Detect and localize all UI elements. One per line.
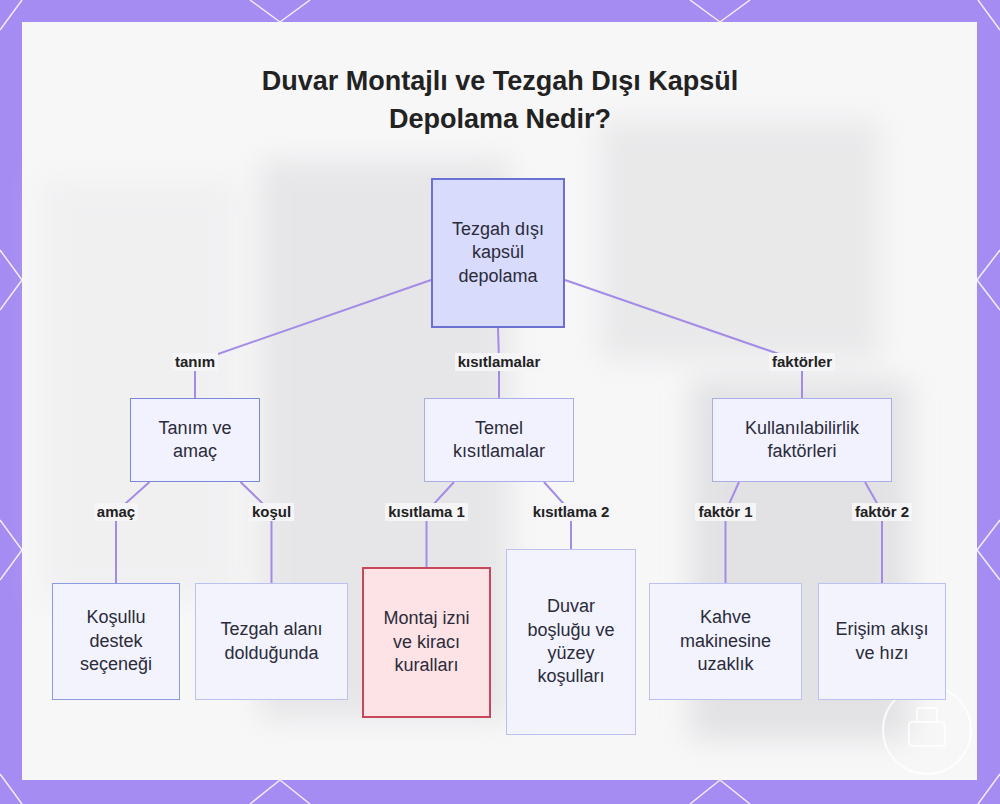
- connector-line: [726, 482, 740, 583]
- text-stack: Tezgah dışı kapsül depolama: [433, 210, 563, 296]
- edge-label: kısıtlama 2: [530, 503, 613, 521]
- text-stack: Koşullu destek seçeneği: [53, 598, 179, 684]
- edge-label: amaç: [94, 503, 138, 521]
- text-stack: Temel kısıtlamalar: [425, 409, 573, 472]
- concept-box: Tanım ve amaç: [130, 398, 260, 482]
- text-stack: Duvar boşluğu ve yüzey koşulları: [507, 587, 635, 697]
- text-stack: Erişim akışı ve hızı: [819, 610, 945, 673]
- node-text: Duvar boşluğu ve yüzey koşulları: [507, 587, 635, 697]
- node-text: Tezgah alanı dolduğunda: [196, 610, 347, 673]
- blurred-photo: [40, 120, 910, 740]
- connector-line: [865, 482, 882, 583]
- edge-label: kısıtlamalar: [455, 353, 544, 371]
- text-stack: Tanım ve amaç: [131, 409, 259, 472]
- node-text: Kahve makinesine uzaklık: [650, 598, 801, 684]
- edge-label: faktör 2: [852, 503, 912, 521]
- highlight-box: Montaj izni ve kiracı kuralları: [362, 567, 491, 718]
- edge-label: tanım: [172, 353, 218, 371]
- diagram-title: Duvar Montajlı ve Tezgah Dışı Kapsül Dep…: [200, 62, 800, 139]
- concept-box: Kahve makinesine uzaklık: [649, 583, 802, 700]
- text-stack: Tezgah alanı dolduğunda: [196, 610, 347, 673]
- node-text: Montaj izni ve kiracı kuralları: [364, 599, 489, 685]
- connector-line: [241, 482, 272, 583]
- edge-label: koşul: [249, 503, 294, 521]
- edge-label: faktörler: [769, 353, 835, 371]
- text-stack: Kullanılabilirlik faktörleri: [713, 409, 891, 472]
- concept-box: Tezgah alanı dolduğunda: [195, 583, 348, 700]
- node-text: Kullanılabilirlik faktörleri: [713, 409, 891, 472]
- text-stack: Montaj izni ve kiracı kuralları: [364, 599, 489, 685]
- text-stack: Kahve makinesine uzaklık: [650, 598, 801, 684]
- connector-line: [116, 482, 150, 583]
- node-text: Tanım ve amaç: [131, 409, 259, 472]
- node-text: Koşullu destek seçeneği: [53, 598, 179, 684]
- root-box: Tezgah dışı kapsül depolama: [431, 178, 565, 328]
- connector-line: [427, 482, 455, 567]
- concept-box: Kullanılabilirlik faktörleri: [712, 398, 892, 482]
- connector-line: [565, 280, 802, 398]
- node-text: Temel kısıtlamalar: [425, 409, 573, 472]
- edge-label: faktör 1: [695, 503, 755, 521]
- concept-box: Duvar boşluğu ve yüzey koşulları: [506, 549, 636, 735]
- edge-label: kısıtlama 1: [385, 503, 468, 521]
- panel: [22, 22, 977, 780]
- concept-box: Temel kısıtlamalar: [424, 398, 574, 482]
- concept-box: Koşullu destek seçeneği: [52, 583, 180, 700]
- node-text: Erişim akışı ve hızı: [819, 610, 945, 673]
- concept-box: Erişim akışı ve hızı: [818, 583, 946, 700]
- connector-line: [195, 280, 431, 398]
- node-text: Tezgah dışı kapsül depolama: [433, 210, 563, 296]
